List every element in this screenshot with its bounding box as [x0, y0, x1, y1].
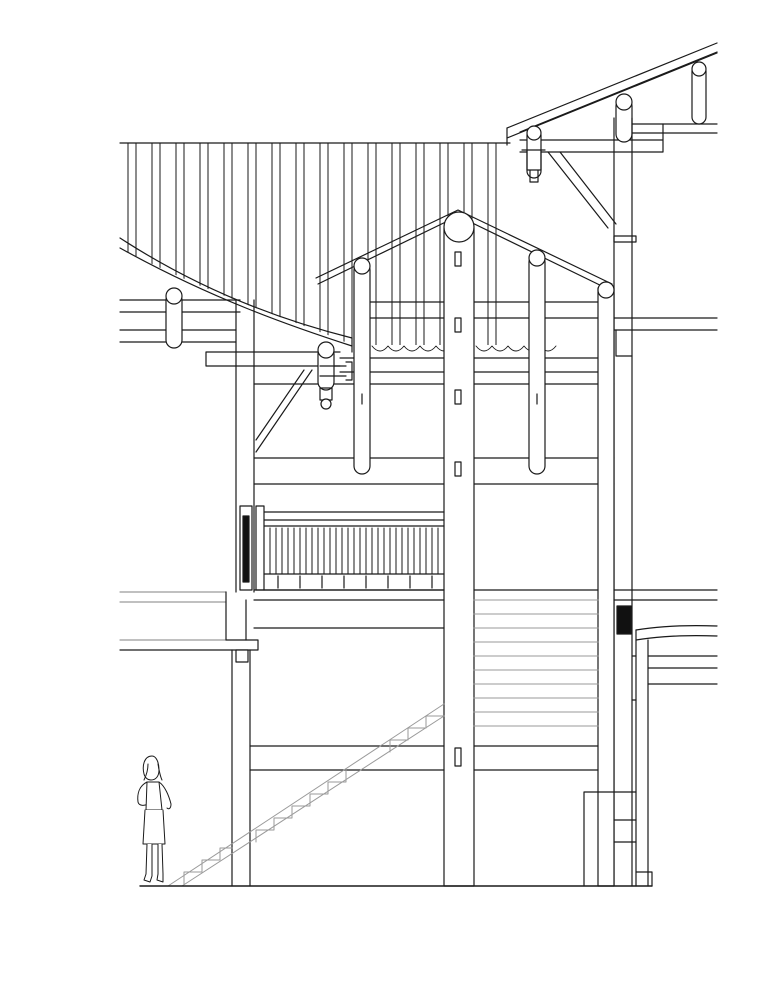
right-post	[598, 282, 614, 886]
pendant-bracket	[318, 342, 352, 409]
left-framing	[120, 288, 340, 592]
background-stair	[168, 600, 598, 886]
balcony-railing	[240, 506, 444, 590]
central-column	[444, 212, 474, 886]
hanging-posts	[354, 250, 545, 474]
upper-roof	[507, 43, 717, 886]
right-bay	[584, 590, 717, 886]
upper-purlins	[527, 62, 706, 178]
cross-beams	[254, 302, 717, 484]
floor-level	[120, 590, 598, 886]
scale-figure	[138, 756, 171, 882]
